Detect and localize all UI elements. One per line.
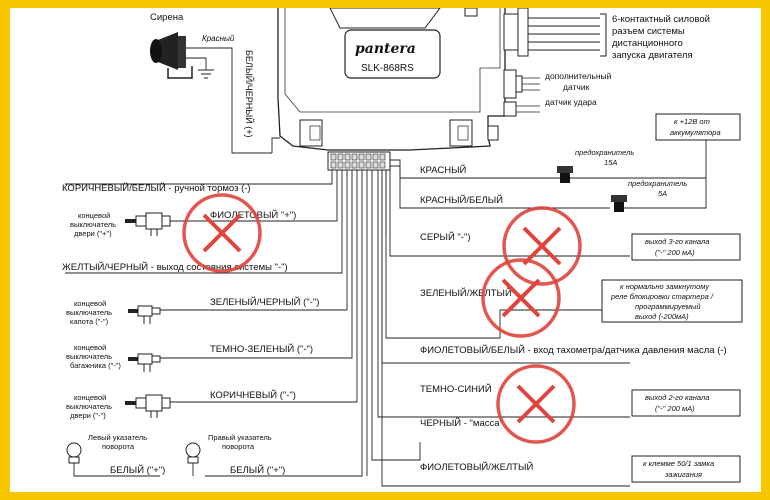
diagram-label: предохранитель: [628, 179, 687, 188]
diagram-label: концевой: [74, 299, 106, 308]
cross-mark-violet: [182, 193, 262, 273]
diagram-label: поворота: [222, 442, 255, 451]
model-name: SLK-868RS: [361, 63, 414, 74]
white-black-plus-label: БЕЛЫЙ/ЧЕРНЫЙ (+): [244, 50, 255, 137]
diagram-label: СЕРЫЙ "-"): [420, 231, 470, 243]
starter-relay-box: к нормально замкнутому реле блокировки с…: [601, 279, 743, 323]
door-switch-plus-icon: [125, 212, 171, 236]
sensor-connector: [503, 69, 540, 117]
diagram-label: разъем системы: [612, 26, 685, 37]
diagram-label: БЕЛЫЙ ("+"): [230, 464, 285, 476]
diagram-label: багажника ("-"): [70, 361, 121, 370]
fuse-5a-icon: [611, 195, 627, 212]
cross-mark-green-yellow: [481, 258, 561, 338]
cross-mark-gray: [502, 206, 582, 286]
diagram-label: 5А: [658, 189, 667, 198]
diagram-label: ТЕМНО-СИНИЙ: [420, 383, 492, 395]
diagram-label: ЗЕЛЕНЫЙ/ЧЕРНЫЙ ("-"): [210, 296, 319, 308]
diagram-label: ("-" 200 мА): [655, 404, 695, 413]
hood-switch-icon: [128, 305, 161, 324]
diagram-label: ФИОЛЕТОВЫЙ/ЖЕЛТЫЙ: [420, 461, 533, 473]
diagram-label: ЖЕЛТЫЙ/ЧЕРНЫЙ - выход состояния системы …: [62, 261, 288, 273]
cross-mark-dark-blue: [496, 364, 576, 444]
siren-title: Сирена: [150, 12, 184, 23]
brand-logo: pantera: [355, 41, 416, 57]
diagram-label: ЗЕЛЕНЫЙ/ЖЕЛТЫЙ: [420, 287, 512, 299]
diagram-label: концевой: [78, 211, 110, 220]
right-indicator-bulb-icon: [185, 442, 201, 476]
diagram-label: ФИОЛЕТОВЫЙ/БЕЛЫЙ - вход тахометра/датчик…: [420, 344, 727, 356]
diagram-label: КОРИЧНЕВЫЙ ("-"): [210, 389, 296, 401]
diagram-label: реле блокировки стартера /: [610, 292, 714, 301]
diagram-label: 15А: [604, 158, 617, 167]
diagram-label: двери ("-"): [70, 411, 106, 420]
fuse-15a-icon: [557, 166, 573, 183]
battery-note-box: к +12В от аккумулятора: [655, 113, 741, 141]
channel3-box: выход 3-го канала ("-" 200 мА): [631, 233, 741, 261]
diagram-label: выключатель: [70, 220, 116, 229]
siren-icon: [150, 32, 193, 79]
diagram-label: ТЕМНО-ЗЕЛЕНЫЙ ("-"): [210, 343, 313, 355]
diagram-label: капота ("-"): [70, 317, 109, 326]
diagram-label: дополнительный: [545, 71, 612, 81]
diagram-label: датчик: [563, 82, 590, 92]
diagram-label: предохранитель: [575, 148, 634, 157]
diagram-label: аккумулятора: [670, 128, 721, 137]
diagram-label: ("-" 200 мА): [655, 248, 695, 257]
alarm-unit: pantera SLK-868RS: [277, 8, 506, 171]
six-pin-connector: [503, 8, 607, 57]
diagram-label: поворота: [102, 442, 135, 451]
diagram-label: выход 2-го канала: [645, 393, 709, 402]
diagram-label: запуска двигателя: [612, 50, 693, 61]
diagram-label: выход 3-го канала: [645, 237, 709, 246]
wire-bundle: [65, 159, 630, 487]
diagram-label: Левый указатель: [88, 433, 147, 442]
diagram-label: КРАСНЫЙ: [420, 164, 466, 176]
diagram-label: КРАСНЫЙ/БЕЛЫЙ: [420, 194, 503, 206]
ignition-box: к клемме 50/1 замка зажигания: [631, 455, 741, 483]
door-switch-minus-icon: [125, 394, 171, 418]
diagram-label: выключатель: [66, 308, 112, 317]
diagram-label: 6-контактный силовой: [612, 14, 710, 25]
diagram-label: к +12В от: [674, 117, 710, 126]
diagram-label: Правый указатель: [208, 433, 272, 442]
diagram-label: к клемме 50/1 замка: [643, 459, 714, 468]
diagram-label: зажигания: [664, 470, 702, 479]
diagram-label: ФИОЛЕТОВЫЙ "+"): [210, 209, 296, 221]
diagram-label: КОРИЧНЕВЫЙ/БЕЛЫЙ - ручной тормоз (-): [62, 182, 251, 194]
siren-wire-label: Красный: [202, 34, 235, 43]
diagram-label: программируемый: [635, 302, 701, 311]
diagram-label: датчик удара: [545, 97, 597, 107]
diagram-label: БЕЛЫЙ ("+"): [110, 464, 165, 476]
wiring-diagram: pantera SLK-868RS 6-контактный силовой р…: [62, 8, 743, 487]
channel2-box: выход 2-го канала ("-" 200 мА): [631, 389, 741, 417]
diagram-label: дистанционного: [612, 38, 683, 49]
diagram-label: концевой: [74, 343, 106, 352]
left-indicator-bulb-icon: [66, 442, 160, 477]
diagram-label: выход (-200мА): [635, 312, 689, 321]
trunk-switch-icon: [128, 353, 161, 372]
diagram-label: выключатель: [66, 402, 112, 411]
diagram-frame: pantera SLK-868RS 6-контактный силовой р…: [10, 8, 761, 492]
diagram-label: концевой: [74, 393, 106, 402]
diagram-label: выключатель: [66, 352, 112, 361]
diagram-label: двери ("+"): [74, 229, 112, 238]
diagram-label: ЧЕРНЫЙ - "масса": [420, 417, 503, 429]
diagram-label: к нормально замкнутому: [620, 282, 710, 291]
